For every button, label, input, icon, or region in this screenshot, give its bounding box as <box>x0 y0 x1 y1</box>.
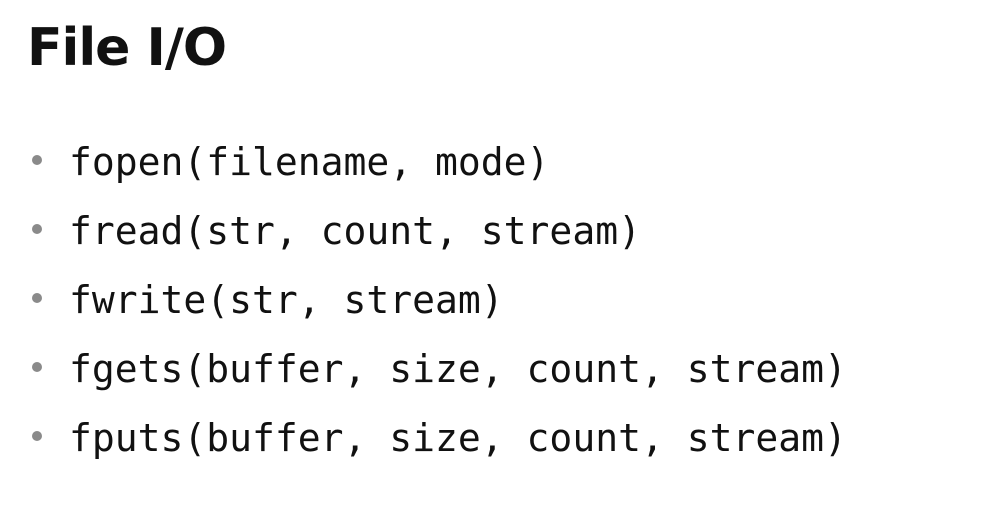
bullet-text: fwrite(str, stream) <box>69 278 504 322</box>
bullet-icon <box>32 223 42 234</box>
bullet-list: fopen(filename, mode) fread(str, count, … <box>32 128 847 473</box>
bullet-icon <box>32 361 42 372</box>
bullet-icon <box>32 292 42 303</box>
bullet-item-fgets: fgets(buffer, size, count, stream) <box>32 335 847 404</box>
bullet-icon <box>32 430 42 441</box>
bullet-item-fopen: fopen(filename, mode) <box>32 128 847 197</box>
bullet-text: fopen(filename, mode) <box>69 140 550 184</box>
bullet-text: fgets(buffer, size, count, stream) <box>69 347 847 391</box>
slide-title: File I/O <box>27 18 227 78</box>
bullet-item-fwrite: fwrite(str, stream) <box>32 266 847 335</box>
bullet-text: fread(str, count, stream) <box>69 209 641 253</box>
bullet-icon <box>32 154 42 165</box>
bullet-item-fread: fread(str, count, stream) <box>32 197 847 266</box>
bullet-text: fputs(buffer, size, count, stream) <box>69 416 847 460</box>
bullet-item-fputs: fputs(buffer, size, count, stream) <box>32 404 847 473</box>
